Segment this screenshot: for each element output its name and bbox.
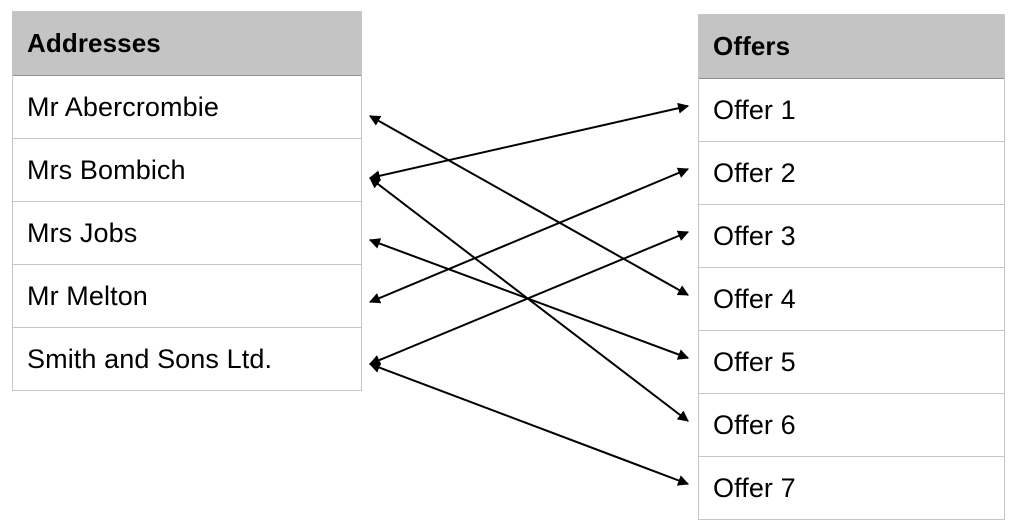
offer-row[interactable]: Offer 4: [699, 268, 1004, 331]
offer-row[interactable]: Offer 5: [699, 331, 1004, 394]
address-row[interactable]: Mrs Bombich: [13, 139, 361, 202]
offers-header: Offers: [699, 15, 1004, 79]
offer-row[interactable]: Offer 1: [699, 79, 1004, 142]
offer-row[interactable]: Offer 2: [699, 142, 1004, 205]
addresses-table: Addresses Mr Abercrombie Mrs Bombich Mrs…: [12, 11, 362, 391]
offer-row[interactable]: Offer 3: [699, 205, 1004, 268]
address-row[interactable]: Smith and Sons Ltd.: [13, 328, 361, 391]
offer-row[interactable]: Offer 7: [699, 457, 1004, 520]
address-row[interactable]: Mr Melton: [13, 265, 361, 328]
connection-arrow: [368, 167, 690, 304]
connection-arrow: [368, 362, 690, 486]
connection-arrow: [368, 230, 690, 366]
connection-arrow: [368, 102, 690, 182]
address-row[interactable]: Mr Abercrombie: [13, 76, 361, 139]
offers-table: Offers Offer 1 Offer 2 Offer 3 Offer 4 O…: [698, 14, 1005, 520]
addresses-header: Addresses: [13, 12, 361, 76]
address-row[interactable]: Mrs Jobs: [13, 202, 361, 265]
offer-row[interactable]: Offer 6: [699, 394, 1004, 457]
